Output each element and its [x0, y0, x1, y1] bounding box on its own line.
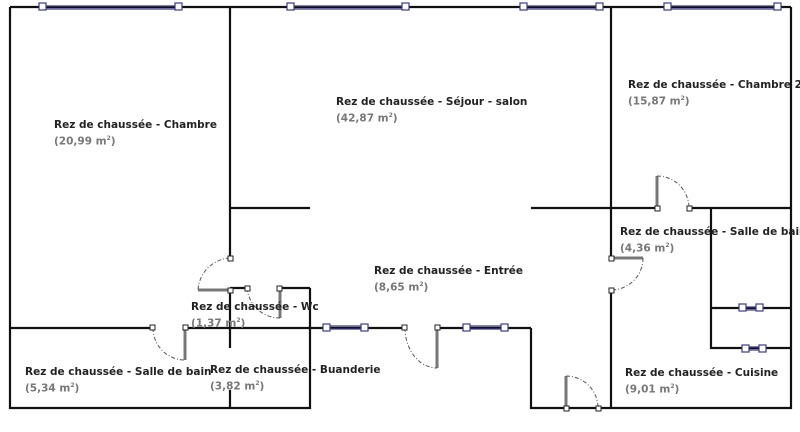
room-sejour-salon: Rez de chaussée - Séjour - salon (42,87 …: [336, 95, 527, 126]
windows: [38, 2, 782, 353]
room-area: (1,37 m2): [191, 317, 246, 330]
room-salle-de-bain-2: Rez de chaussée - Salle de bain 2 (4,36 …: [620, 225, 800, 256]
room-name: Rez de chaussée - Séjour - salon: [336, 96, 528, 108]
room-name: Rez de chaussée - Buanderie: [210, 364, 381, 376]
room-cuisine: Rez de chaussée - Cuisine (9,01 m2): [625, 366, 778, 397]
room-wc: Rez de chaussée - Wc (1,37 m2): [191, 300, 319, 331]
room-chambre-2: Rez de chaussée - Chambre 2 (15,87 m2): [628, 78, 800, 109]
room-name: Rez de chaussée - Cuisine: [625, 367, 779, 379]
room-area: (9,01 m2): [625, 383, 680, 396]
walls: [8, 5, 793, 410]
room-name: Rez de chaussée - Chambre 2: [628, 79, 800, 91]
room-entree: Rez de chaussée - Entrée (8,65 m2): [374, 264, 523, 295]
room-chambre: Rez de chaussée - Chambre (20,99 m2): [54, 118, 217, 149]
room-name: Rez de chaussée - Wc: [191, 301, 319, 313]
room-area: (4,36 m2): [620, 242, 675, 255]
doors: [149, 175, 693, 412]
room-area: (20,99 m2): [54, 135, 116, 148]
room-name: Rez de chaussée - Entrée: [374, 265, 524, 277]
room-buanderie: Rez de chaussée - Buanderie (3,82 m2): [210, 363, 381, 394]
room-area: (8,65 m2): [374, 281, 429, 294]
room-area: (42,87 m2): [336, 112, 398, 125]
room-area: (15,87 m2): [628, 95, 690, 108]
room-name: Rez de chaussée - Chambre: [54, 119, 217, 131]
room-area: (3,82 m2): [210, 380, 265, 393]
room-salle-de-bain: Rez de chaussée - Salle de bain (5,34 m2…: [25, 365, 212, 396]
wall-left: [8, 7, 312, 410]
room-name: Rez de chaussée - Salle de bain: [25, 366, 212, 378]
room-name: Rez de chaussée - Salle de bain 2: [620, 226, 800, 238]
room-area: (5,34 m2): [25, 382, 80, 395]
